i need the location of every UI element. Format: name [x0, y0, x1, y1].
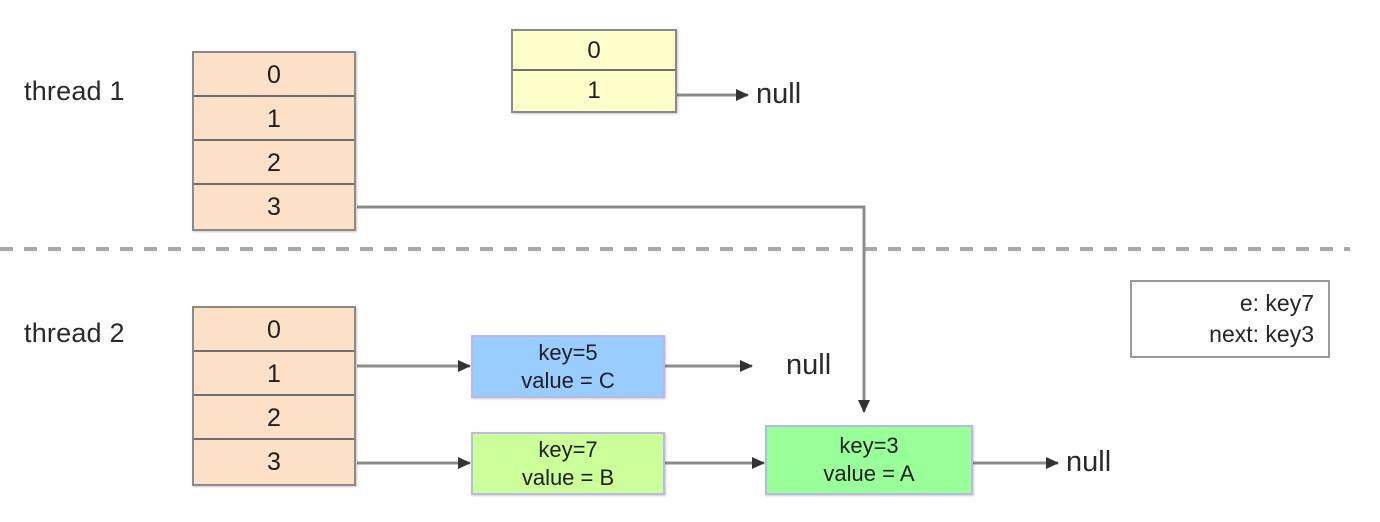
node-key3-key: key=3: [839, 433, 899, 458]
thread-1-bucket-3[interactable]: 3: [194, 185, 354, 229]
node-key5-key: key=5: [538, 339, 598, 365]
node-key7-value: value = B: [521, 464, 615, 490]
node-key7[interactable]: key=7 value = B: [471, 432, 665, 495]
thread-2-bucket-1[interactable]: 1: [194, 352, 354, 396]
state-box-line-e: e: key7: [1239, 290, 1314, 316]
thread-1-bucket-1[interactable]: 1: [194, 97, 354, 141]
null-label-after-key5: null: [786, 349, 832, 381]
node-key3[interactable]: key=3 value = A: [765, 425, 973, 495]
new-table-cell-1[interactable]: 1: [587, 77, 601, 104]
thread-2-bucket-0[interactable]: 0: [194, 308, 354, 352]
thread-2-label: thread 2: [24, 318, 125, 348]
new-table-cell-0[interactable]: 0: [513, 31, 675, 71]
thread-1-bucket-0[interactable]: 0: [194, 53, 354, 97]
node-key3-value: value = A: [823, 461, 915, 486]
null-label-entry-table: null: [756, 78, 802, 110]
node-key5[interactable]: key=5 value = C: [471, 335, 665, 398]
thread-2-bucket-table: 0 1 2 3: [192, 306, 356, 486]
thread-1-new-table: 0 1: [511, 29, 677, 113]
node-key5-value: value = C: [521, 367, 615, 393]
null-label-after-key3: null: [1066, 446, 1112, 478]
thread-2-bucket-3[interactable]: 3: [194, 440, 354, 484]
thread-1-bucket-2[interactable]: 2: [194, 141, 354, 185]
thread-1-bucket-table: 0 1 2 3: [192, 51, 356, 231]
thread-2-bucket-2[interactable]: 2: [194, 396, 354, 440]
state-box: e: key7 next: key3: [1130, 280, 1330, 358]
state-box-line-next: next: key3: [1209, 321, 1314, 347]
node-key7-key: key=7: [538, 436, 598, 462]
thread-1-label: thread 1: [24, 76, 125, 106]
